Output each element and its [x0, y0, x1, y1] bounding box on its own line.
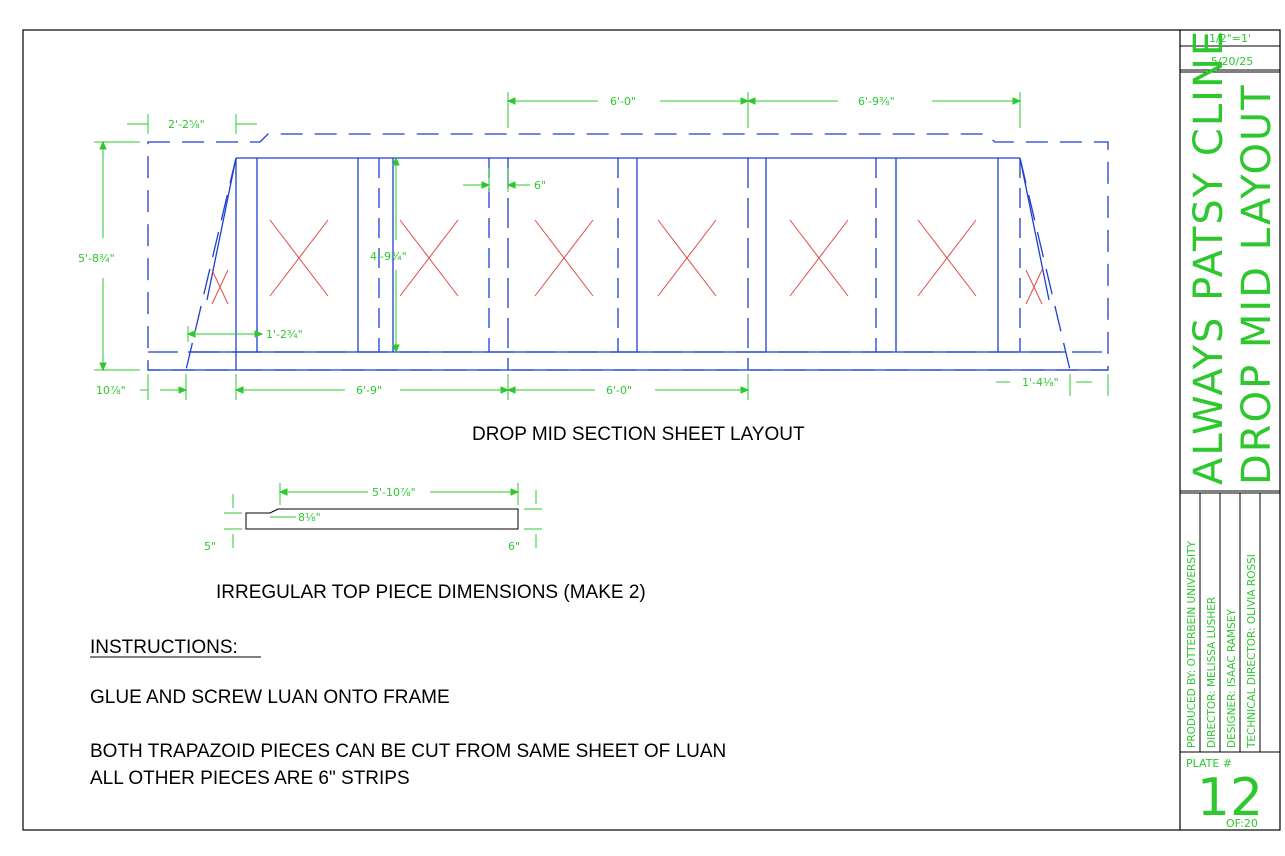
show-title: ALWAYS PATSY CLINE [1186, 29, 1232, 485]
dim-bottom-left-span: 6'-9" [356, 384, 382, 397]
cross-panel-6 [917, 219, 977, 297]
panel-crosses [211, 219, 1043, 305]
dim-bottom-right-offset: 1'-4⅛" [1022, 376, 1059, 389]
plate-number: 12 [1197, 768, 1263, 828]
designer: DESIGNER: ISAAC RAMSEY [1226, 609, 1238, 748]
dim-top-right: 6'-9⅜" [858, 95, 895, 108]
main-view-caption: DROP MID SECTION SHEET LAYOUT [472, 424, 805, 445]
irregular-top-piece: 5'-10⅞" 8⅛" 5" 6" [204, 483, 542, 553]
cross-panel-2 [399, 219, 459, 297]
scale-label: 1/2"=1' [1209, 32, 1251, 45]
produced-by: PRODUCED BY: OTTERBEIN UNIVERSITY [1186, 541, 1198, 748]
dim-piece-length: 5'-10⅞" [372, 486, 416, 499]
director: DIRECTOR: MELISSA LUSHER [1206, 597, 1218, 748]
dim-top-mid: 6'-0" [610, 95, 636, 108]
right-trapezoid-inner [1019, 157, 1050, 301]
cross-left-trap [211, 269, 229, 305]
dim-bottom-left-offset: 10⅞" [96, 384, 126, 397]
date-label: 5/20/25 [1211, 55, 1253, 68]
dim-piece-notch: 8⅛" [298, 511, 321, 524]
dimension-lines [94, 92, 1109, 400]
cross-panel-3 [534, 219, 594, 297]
instruction-line-2: BOTH TRAPAZOID PIECES CAN BE CUT FROM SA… [90, 741, 726, 762]
sheet-border [22, 29, 1281, 831]
cross-right-trap [1025, 269, 1043, 305]
left-trapezoid-edge [185, 157, 237, 371]
sheet-outline [147, 133, 1109, 371]
dim-overall-height: 5'-8¾" [78, 252, 115, 265]
dim-small-offset: 1'-2¾" [266, 328, 303, 341]
title-block: 1/2"=1' 5/20/25 ALWAYS PATSY CLINE DROP … [1180, 29, 1280, 830]
instruction-line-3: ALL OTHER PIECES ARE 6" STRIPS [90, 768, 410, 789]
sheet-title: DROP MID LAYOUT [1234, 83, 1280, 485]
dim-piece-left-height: 5" [204, 540, 216, 553]
dim-piece-right-height: 6" [508, 540, 520, 553]
dim-inner-height: 4'-9¾" [370, 250, 407, 263]
detail-view-caption: IRREGULAR TOP PIECE DIMENSIONS (MAKE 2) [216, 582, 646, 603]
dim-top-left-width: 2'-2⅝" [168, 118, 205, 131]
dim-strip-width: 6" [534, 179, 546, 192]
instruction-line-1: GLUE AND SCREW LUAN ONTO FRAME [90, 687, 450, 708]
instructions-heading: INSTRUCTIONS: [90, 637, 238, 658]
dim-bottom-mid-span: 6'-0" [606, 384, 632, 397]
left-trapezoid-inner [206, 157, 237, 301]
right-trapezoid-edge [1019, 157, 1071, 371]
cross-panel-4 [657, 219, 717, 297]
top-piece-outline [245, 508, 519, 530]
cross-panel-5 [789, 219, 849, 297]
drop-mid-frame [147, 133, 1109, 371]
technical-director: TECHNICAL DIRECTOR: OLIVIA ROSSI [1246, 554, 1258, 749]
plate-label: PLATE # [1186, 757, 1232, 770]
cross-panel-1 [269, 219, 329, 297]
of-label: OF:20 [1226, 817, 1258, 830]
